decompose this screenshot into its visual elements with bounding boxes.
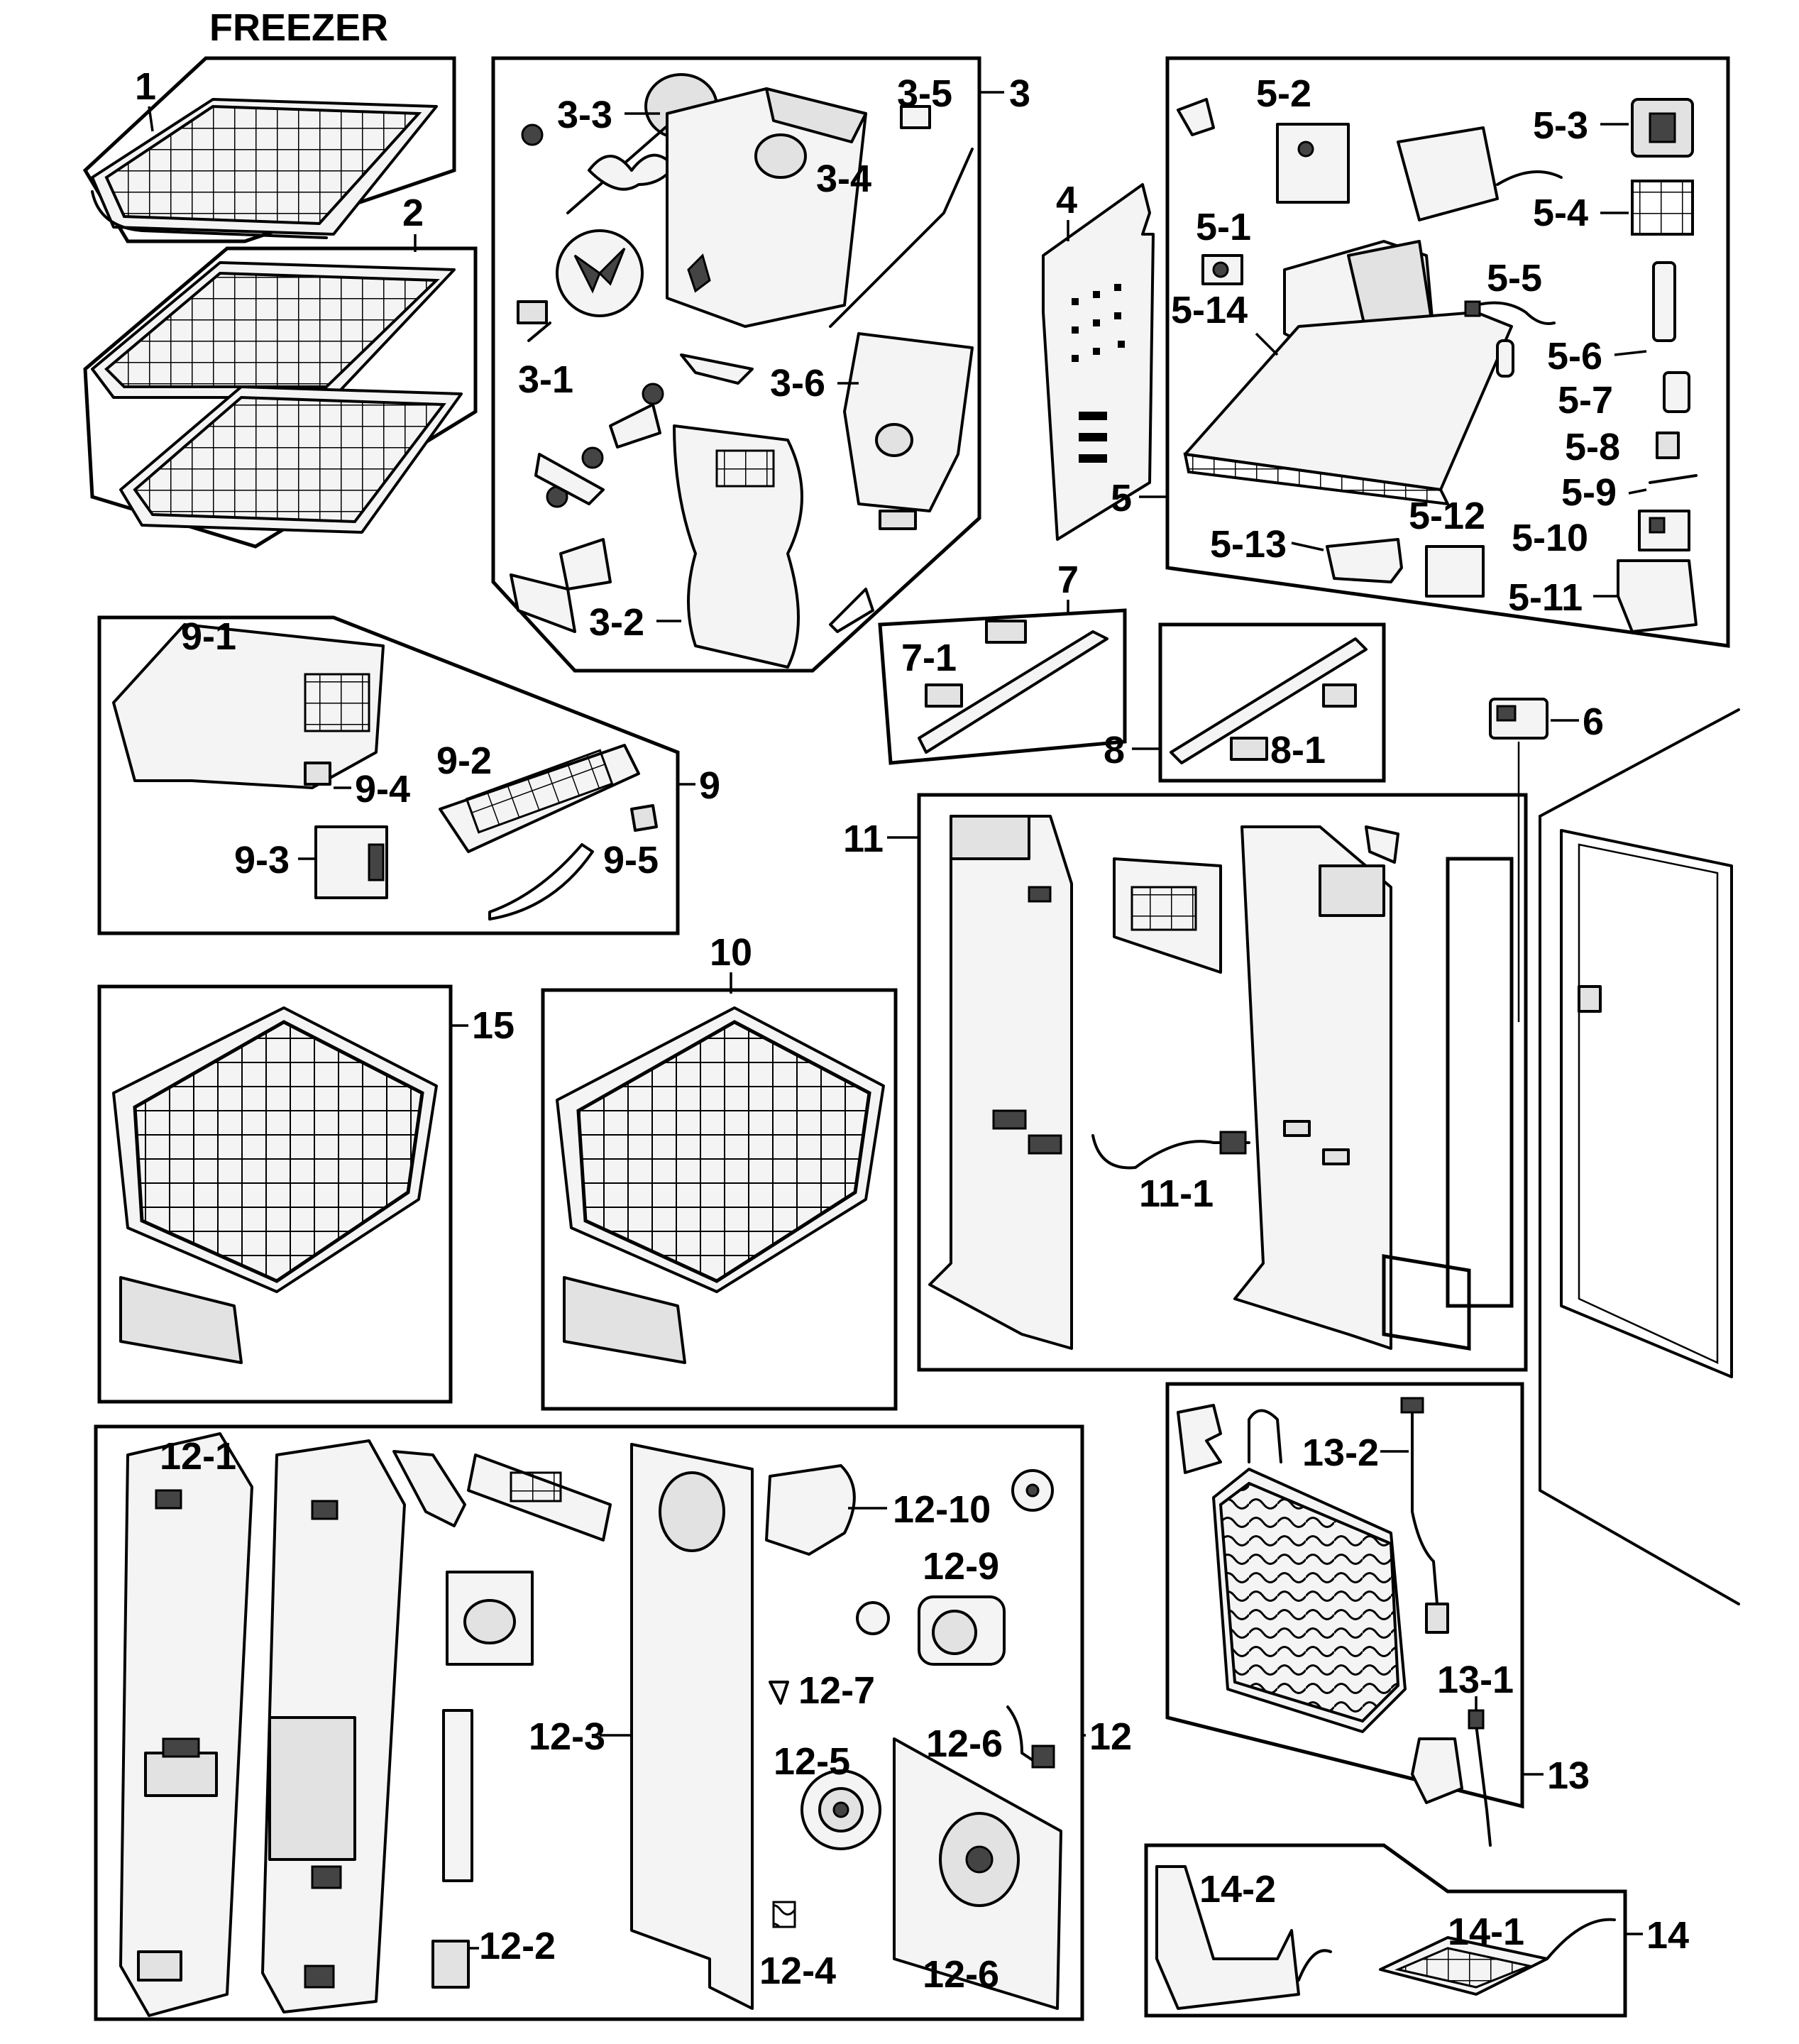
label-12-6a: 12-6 bbox=[926, 1722, 1003, 1765]
label-3: 3 bbox=[1009, 72, 1030, 115]
label-9-3: 9-3 bbox=[234, 839, 290, 881]
label-12-3: 12-3 bbox=[529, 1715, 605, 1758]
label-5-2: 5-2 bbox=[1256, 72, 1311, 115]
label-3-6: 3-6 bbox=[770, 362, 825, 405]
label-14-1: 14-1 bbox=[1448, 1911, 1524, 1953]
refrigerator-cabinet bbox=[1517, 708, 1740, 1605]
label-12-4: 12-4 bbox=[759, 1950, 836, 1992]
label-3-5: 3-5 bbox=[897, 72, 952, 115]
label-12-5: 12-5 bbox=[774, 1740, 850, 1783]
label-13-2: 13-2 bbox=[1302, 1432, 1379, 1474]
label-9-2: 9-2 bbox=[436, 740, 492, 782]
label-14: 14 bbox=[1646, 1914, 1689, 1957]
label-3-1: 3-1 bbox=[518, 358, 573, 401]
label-13: 13 bbox=[1547, 1754, 1590, 1797]
label-3-4: 3-4 bbox=[816, 158, 871, 200]
label-5-11: 5-11 bbox=[1508, 576, 1583, 619]
label-9: 9 bbox=[699, 764, 720, 807]
part-6-switch bbox=[1489, 698, 1548, 740]
label-2: 2 bbox=[402, 192, 424, 234]
part-14-defrost-drain bbox=[1144, 1843, 1627, 2018]
label-5-10: 5-10 bbox=[1512, 517, 1588, 559]
label-3-2: 3-2 bbox=[589, 601, 644, 644]
label-11-1: 11-1 bbox=[1139, 1172, 1214, 1215]
label-12: 12 bbox=[1089, 1715, 1132, 1758]
part-9-ice-route-assembly bbox=[97, 615, 680, 935]
label-1: 1 bbox=[135, 65, 156, 108]
label-5-12: 5-12 bbox=[1409, 495, 1485, 537]
label-7: 7 bbox=[1057, 559, 1079, 601]
label-10: 10 bbox=[710, 931, 752, 974]
part-4-rear-panel bbox=[1042, 183, 1155, 541]
label-12-10: 12-10 bbox=[893, 1488, 991, 1531]
label-5: 5 bbox=[1111, 477, 1132, 520]
label-9-1: 9-1 bbox=[181, 615, 236, 658]
label-12-2: 12-2 bbox=[479, 1925, 556, 1967]
label-12-1: 12-1 bbox=[160, 1435, 236, 1478]
part-10-freezer-basket bbox=[541, 988, 898, 1411]
part-2-freezer-shelf-pair bbox=[83, 246, 478, 549]
label-12-7: 12-7 bbox=[798, 1669, 875, 1712]
label-5-8: 5-8 bbox=[1565, 426, 1620, 468]
label-12-9: 12-9 bbox=[923, 1545, 999, 1588]
label-5-3: 5-3 bbox=[1533, 104, 1588, 147]
label-7-1: 7-1 bbox=[901, 637, 957, 679]
label-5-4: 5-4 bbox=[1533, 192, 1588, 234]
label-8: 8 bbox=[1104, 729, 1125, 771]
label-13-1: 13-1 bbox=[1437, 1659, 1514, 1701]
part-11-dispenser-assembly bbox=[917, 793, 1528, 1372]
label-3-3: 3-3 bbox=[557, 94, 612, 136]
label-5-9: 5-9 bbox=[1561, 471, 1617, 514]
label-6: 6 bbox=[1583, 700, 1604, 743]
label-11: 11 bbox=[843, 818, 884, 860]
label-5-7: 5-7 bbox=[1558, 379, 1613, 422]
part-3-ice-bucket-assembly bbox=[491, 56, 981, 673]
part-13-evaporator bbox=[1165, 1382, 1524, 1847]
part-7-bracket bbox=[878, 608, 1127, 765]
part-1-freezer-shelf bbox=[82, 56, 456, 243]
label-9-4: 9-4 bbox=[355, 768, 410, 811]
label-9-5: 9-5 bbox=[603, 839, 659, 881]
label-5-5: 5-5 bbox=[1487, 257, 1542, 300]
label-12-6b: 12-6 bbox=[923, 1953, 999, 1996]
part-5-ice-maker-assembly bbox=[1165, 56, 1730, 648]
label-15: 15 bbox=[472, 1004, 515, 1047]
diagram-title: FREEZER bbox=[209, 6, 388, 49]
label-8-1: 8-1 bbox=[1270, 729, 1326, 771]
part-8-bracket bbox=[1158, 622, 1386, 783]
part-12-evaporator-cover-assembly bbox=[94, 1424, 1084, 2021]
label-5-6: 5-6 bbox=[1547, 335, 1602, 378]
label-5-13: 5-13 bbox=[1210, 523, 1287, 566]
label-5-1: 5-1 bbox=[1196, 206, 1251, 248]
label-5-14: 5-14 bbox=[1171, 289, 1248, 331]
part-15-freezer-basket bbox=[97, 984, 453, 1404]
label-4: 4 bbox=[1056, 179, 1077, 221]
label-14-2: 14-2 bbox=[1199, 1868, 1276, 1911]
